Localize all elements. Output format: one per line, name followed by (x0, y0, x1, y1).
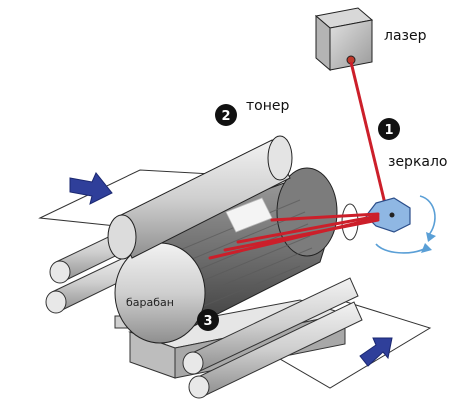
marker-mirror: 1 (378, 118, 400, 140)
drum-end-cap (114, 242, 206, 344)
reflected-beams (208, 212, 380, 260)
toner-label: тонер (246, 98, 289, 114)
marker-drum: 3 (197, 309, 219, 331)
paper-in-arrow-icon (69, 172, 113, 205)
laser-unit (314, 7, 374, 72)
laser-beam (349, 61, 388, 209)
mirror-label: зеркало (388, 154, 448, 170)
laser-label: лазер (384, 28, 427, 44)
toner-roller (107, 135, 293, 260)
rotation-arrows (375, 195, 436, 254)
right-feed-rollers (182, 277, 363, 399)
marker-mirror-text: 1 (384, 123, 393, 138)
latent-image-patch (225, 197, 273, 233)
marker-drum-text: 3 (203, 314, 212, 329)
marker-toner-text: 2 (221, 109, 230, 124)
marker-toner: 2 (215, 104, 237, 126)
paper-out-arrow-icon (359, 337, 393, 367)
drum-label: барабан (126, 296, 174, 309)
